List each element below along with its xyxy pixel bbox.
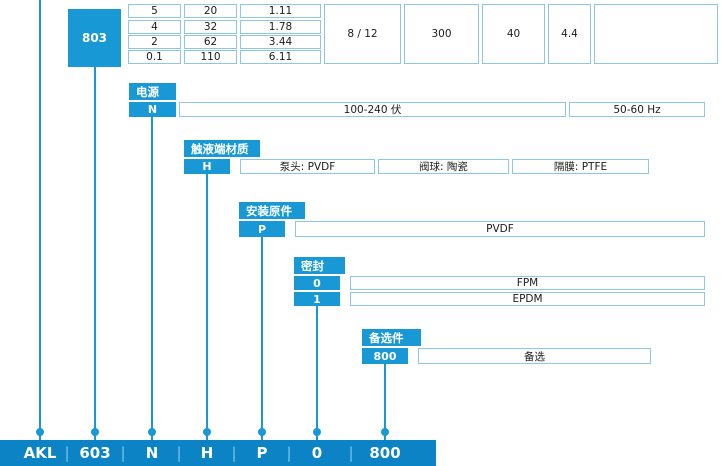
code-box-p: P (239, 221, 285, 237)
connector-dot (36, 428, 44, 436)
connector-dot (203, 428, 211, 436)
code-box-n: N (129, 102, 176, 117)
table-cell: 4 (128, 20, 181, 34)
code-segment-n: N (145, 444, 159, 462)
connector-line-h (206, 174, 208, 440)
accessory-value-cell: 备选 (418, 348, 651, 364)
table-cell: 2 (128, 35, 181, 49)
code-separator: | (348, 444, 354, 462)
code-separator: | (64, 444, 70, 462)
section-title-seal: 密封 (294, 257, 345, 274)
table-cell: 1.11 (240, 4, 321, 18)
connector-dot (258, 428, 266, 436)
code-segment-p: P (256, 444, 268, 462)
table-cell: 110 (184, 50, 237, 64)
merged-cell-empty (594, 4, 718, 64)
code-separator: | (120, 444, 126, 462)
material-head-cell: 泵头: PVDF (240, 159, 375, 174)
material-diaphragm-cell: 隔膜: PTFE (512, 159, 649, 174)
table-cell: 32 (184, 20, 237, 34)
table-cell: 62 (184, 35, 237, 49)
code-segment-800: 800 (369, 444, 401, 462)
section-title-mounting: 安装原件 (239, 202, 305, 219)
material-ball-cell: 阀球: 陶瓷 (378, 159, 509, 174)
connector-line-p (261, 237, 263, 440)
connector-line-akl (39, 0, 41, 440)
code-segment-603: 603 (79, 444, 111, 462)
merged-cell-weight: 4.4 (548, 4, 591, 64)
code-box-h: H (184, 159, 230, 174)
table-cell: 20 (184, 4, 237, 18)
identity-code-bar: AKL | 603 | N | H | P | 0 | 800 (0, 440, 436, 466)
table-cell: 0.1 (128, 50, 181, 64)
seal-option-cell: EPDM (350, 292, 705, 306)
table-cell: 3.44 (240, 35, 321, 49)
code-separator: | (231, 444, 237, 462)
code-segment-0: 0 (311, 444, 323, 462)
connector-line-n (151, 117, 153, 440)
code-separator: | (176, 444, 182, 462)
table-cell: 1.78 (240, 20, 321, 34)
connector-dot (91, 428, 99, 436)
table-cell: 5 (128, 4, 181, 18)
code-separator: | (286, 444, 292, 462)
power-frequency-cell: 50-60 Hz (569, 102, 705, 117)
merged-cell-rate: 40 (482, 4, 545, 64)
mounting-value-cell: PVDF (295, 221, 705, 237)
section-title-power: 电源 (129, 83, 176, 100)
table-cell: 6.11 (240, 50, 321, 64)
merged-cell-stroke: 300 (404, 4, 479, 64)
power-voltage-cell: 100-240 伏 (179, 102, 566, 117)
connector-dot (313, 428, 321, 436)
code-box-0: 0 (294, 276, 340, 290)
connector-line-800 (384, 364, 386, 440)
code-box-803: 803 (68, 9, 121, 67)
seal-option-cell: FPM (350, 276, 705, 290)
merged-cell-pressure: 8 / 12 (324, 4, 401, 64)
code-box-1: 1 (294, 292, 340, 306)
connector-line-0 (316, 306, 318, 440)
connector-line-603 (94, 67, 96, 440)
section-title-accessory: 备选件 (362, 329, 421, 346)
connector-dot (148, 428, 156, 436)
section-title-material: 触液端材质 (184, 140, 260, 157)
connector-dot (381, 428, 389, 436)
code-segment-h: H (200, 444, 214, 462)
code-segment-akl: AKL (23, 444, 57, 462)
code-box-800: 800 (362, 348, 408, 364)
